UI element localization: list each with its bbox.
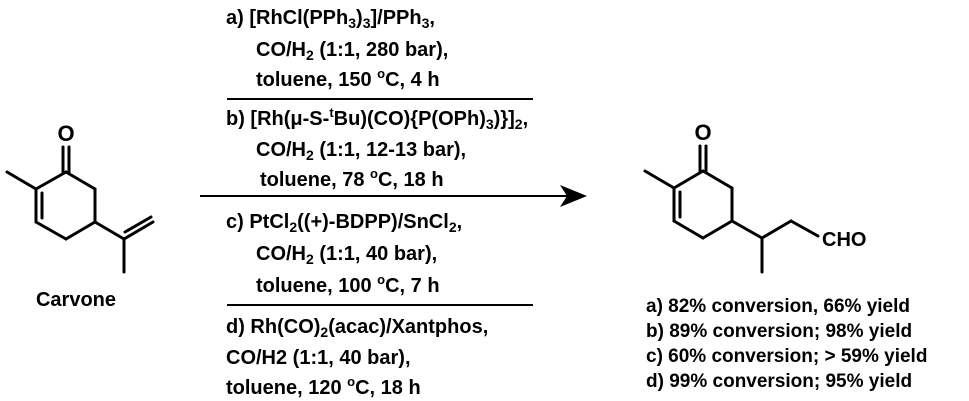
product-aldehyde-bond <box>789 219 820 238</box>
condition-d-line3: toluene, 120 oC, 18 h <box>226 374 421 399</box>
product-aldehyde-label: CHO <box>822 229 866 251</box>
condition-a-line2: CO/H2 (1:1, 280 bar), <box>256 39 449 63</box>
ring-bond <box>34 220 68 241</box>
product-chain-bond <box>760 219 793 240</box>
methyl-bond <box>5 170 38 191</box>
condition-divider <box>227 304 533 306</box>
condition-a-line3: toluene, 150 oC, 4 h <box>256 66 440 91</box>
product-ring-bond <box>701 219 734 240</box>
product-methyl-bond <box>643 169 676 190</box>
condition-b-line3: toluene, 78 oC, 18 h <box>260 166 444 191</box>
vinyl-double-bond <box>123 215 153 234</box>
condition-d-line2: CO/H2 (1:1, 40 bar), <box>226 347 411 369</box>
condition-c-line3: toluene, 100 oC, 7 h <box>256 272 440 297</box>
condition-b-line1: b) [Rh(μ-S-tBu)(CO){P(OPh)3)}]2, <box>226 105 529 132</box>
carvone-oxygen-label: O <box>57 121 74 146</box>
reaction-arrowhead <box>560 185 587 207</box>
product-ring-bond <box>672 219 705 240</box>
vinyl-bond <box>122 220 155 241</box>
product-oxygen-label: O <box>694 120 711 145</box>
carvone-name-label: Carvone <box>36 289 116 311</box>
result-b: b) 89% conversion; 98% yield <box>646 321 913 342</box>
condition-b-line2: CO/H2 (1:1, 12-13 bar), <box>256 139 467 163</box>
ring-bond <box>64 170 97 191</box>
result-c: c) 60% conversion; > 59% yield <box>646 346 928 367</box>
product-structure <box>643 144 820 274</box>
condition-d-line1: d) Rh(CO)2(acac)/Xantphos, <box>226 316 489 340</box>
ring-bond <box>34 170 68 191</box>
ring-bond <box>64 220 97 241</box>
condition-c-line2: CO/H2 (1:1, 40 bar), <box>256 243 438 267</box>
product-ring-bond <box>701 169 734 190</box>
product-side-chain-bond <box>730 219 764 240</box>
isopropenyl-bond <box>93 220 126 241</box>
condition-a-line1: a) [RhCl(PPh3)3]/PPh3, <box>226 7 435 31</box>
result-a: a) 82% conversion, 66% yield <box>646 296 911 317</box>
result-d: d) 99% conversion; 95% yield <box>646 371 913 392</box>
product-ring-bond <box>672 169 705 190</box>
condition-c-line1: c) PtCl2((+)-BDPP)/SnCl2, <box>226 211 463 235</box>
carvone-structure <box>5 145 155 274</box>
condition-divider <box>227 98 533 100</box>
